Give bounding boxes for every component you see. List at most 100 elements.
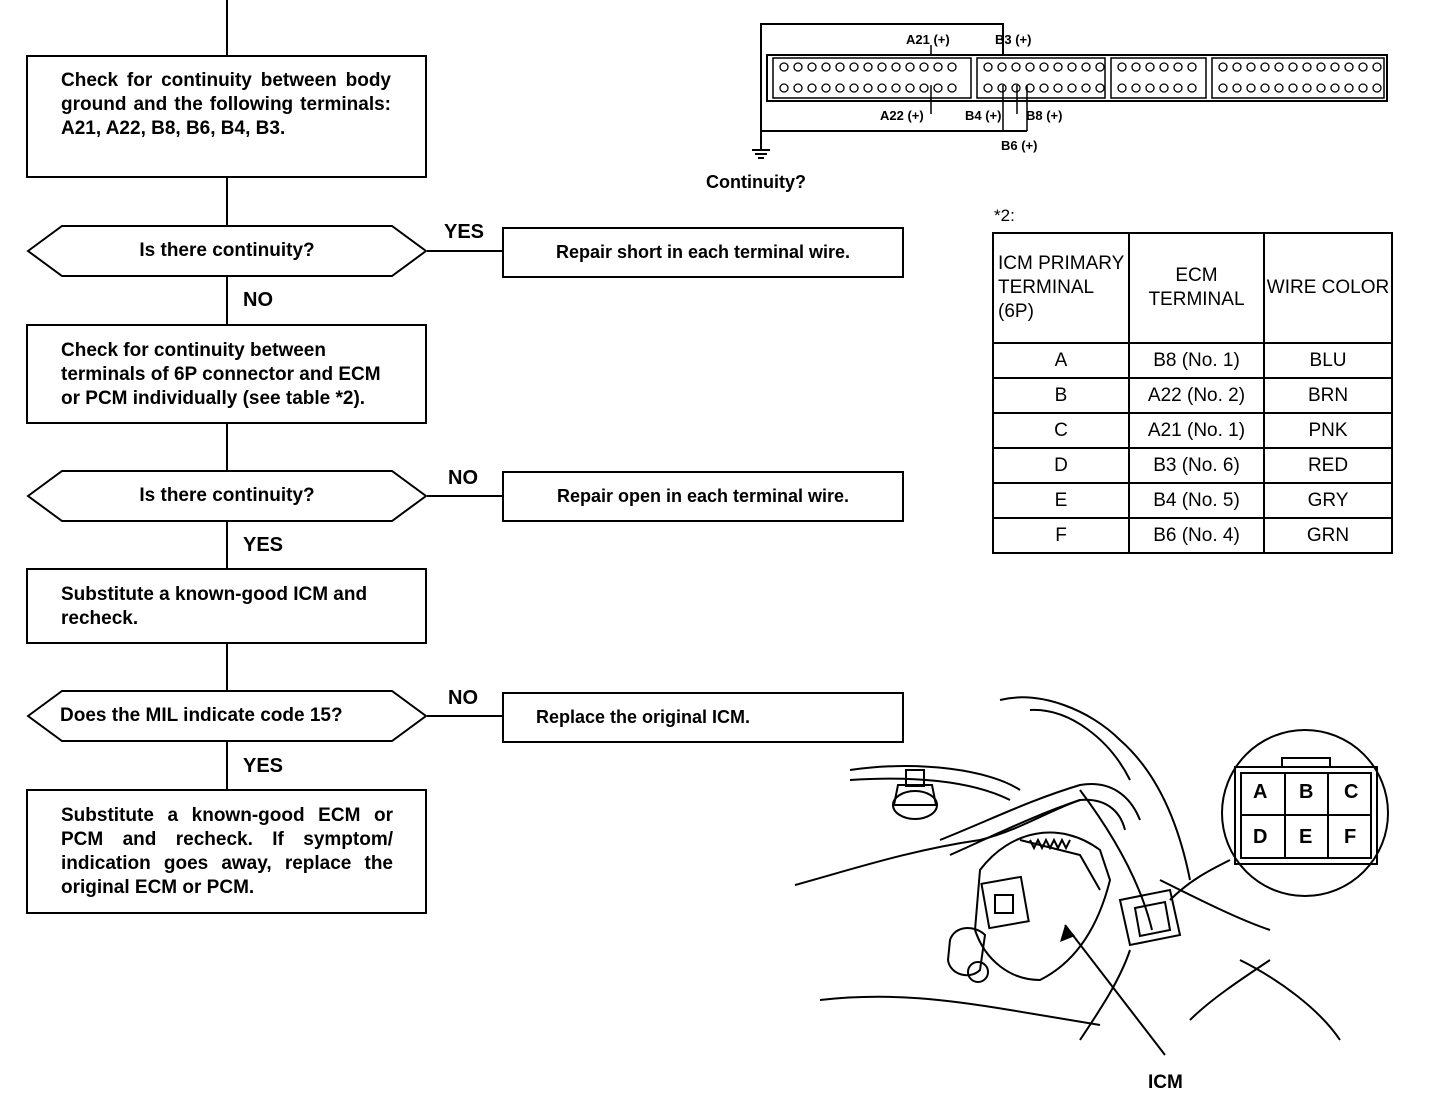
- body-contour: [999, 696, 1191, 881]
- action-repair-open: Repair open in each terminal wire.: [502, 471, 904, 522]
- table-header-row: ICM PRIMARY TERMINAL (6P) ECM TERMINAL W…: [992, 232, 1393, 344]
- flow-connector: [226, 741, 228, 790]
- connector-pin: [1232, 62, 1242, 72]
- table-cell: B6 (No. 4): [1128, 517, 1265, 554]
- body-contour: [849, 765, 1021, 791]
- body-contour: [1159, 879, 1271, 931]
- terminal-b8-label: B8 (+): [1026, 108, 1063, 123]
- table-cell: GRY: [1263, 482, 1393, 519]
- connector-block-3: [1110, 57, 1207, 99]
- connector-pin: [1316, 62, 1326, 72]
- table-row: E B4 (No. 5) GRY: [992, 482, 1393, 519]
- connector-pin: [1081, 62, 1091, 72]
- connector-key: [1281, 757, 1331, 767]
- table-cell: A21 (No. 1): [1128, 412, 1265, 449]
- connector-pin: [1288, 83, 1298, 93]
- connector-pin: [863, 83, 873, 93]
- icm-connector: [980, 875, 1030, 930]
- connector-pin: [1288, 62, 1298, 72]
- connector-pin: [807, 62, 817, 72]
- connector-pin: [1316, 83, 1326, 93]
- inset-leader: [1169, 859, 1231, 901]
- connector-pin: [947, 83, 957, 93]
- decision-continuity-2: Is there continuity?: [26, 470, 428, 522]
- table-cell: BRN: [1263, 377, 1393, 414]
- terminal-table: ICM PRIMARY TERMINAL (6P) ECM TERMINAL W…: [992, 232, 1393, 554]
- connector-pin: [1095, 83, 1105, 93]
- label-yes: YES: [243, 534, 284, 556]
- connector-pin: [1081, 83, 1091, 93]
- icm-ridges: [1029, 837, 1071, 851]
- connector-pin: [1218, 62, 1228, 72]
- connector-pin: [891, 62, 901, 72]
- connector-housing: [766, 54, 1388, 102]
- connector-pin: [1358, 62, 1368, 72]
- connector-pin: [997, 62, 1007, 72]
- table-cell: BLU: [1263, 342, 1393, 379]
- connector-pin: [891, 83, 901, 93]
- header-icm-terminal: ICM PRIMARY TERMINAL (6P): [992, 232, 1130, 344]
- label-no: NO: [448, 687, 478, 709]
- connector-pin: [1039, 83, 1049, 93]
- connector-pin: [1117, 62, 1127, 72]
- action-replace-icm: Replace the original ICM.: [502, 692, 904, 743]
- mount-bracket: [946, 927, 987, 977]
- bolt: [905, 769, 925, 787]
- pin-c-label: C: [1344, 781, 1359, 803]
- connector-pin: [983, 83, 993, 93]
- flow-connector: [226, 178, 228, 226]
- step-check-6p-ecm: Check for continuity between terminals o…: [26, 324, 427, 424]
- connector-pin: [1039, 62, 1049, 72]
- connector-pin: [905, 62, 915, 72]
- body-contour: [819, 995, 1101, 1026]
- connector-block-4: [1211, 57, 1385, 99]
- terminal-b3-label: B3 (+): [995, 32, 1032, 47]
- pin-d-label: D: [1253, 826, 1268, 848]
- connector-pin: [793, 62, 803, 72]
- connector-block-2: [976, 57, 1106, 99]
- connector-pin: [905, 83, 915, 93]
- decision-mil-code: Does the MIL indicate code 15?: [26, 690, 428, 742]
- body-contour: [1029, 708, 1131, 781]
- icm-module: [973, 831, 1112, 982]
- table-row: D B3 (No. 6) RED: [992, 447, 1393, 484]
- connector-pin: [1159, 62, 1169, 72]
- flow-connector: [226, 0, 228, 56]
- table-row: A B8 (No. 1) BLU: [992, 342, 1393, 379]
- label-no: NO: [243, 289, 273, 311]
- connector-pin: [933, 62, 943, 72]
- connector-pin: [1372, 62, 1382, 72]
- connector-pin: [1173, 83, 1183, 93]
- table-cell: B4 (No. 5): [1128, 482, 1265, 519]
- table-cell: A: [992, 342, 1130, 379]
- decision-shape: [26, 690, 428, 742]
- action-repair-short: Repair short in each terminal wire.: [502, 227, 904, 278]
- ground-wire: [760, 23, 1004, 150]
- arrow-head: [1060, 925, 1075, 942]
- connector-pin: [1011, 62, 1021, 72]
- table-cell: E: [992, 482, 1130, 519]
- flow-connector: [226, 423, 228, 471]
- connector-pin: [1187, 62, 1197, 72]
- connector-pin: [1218, 83, 1228, 93]
- table-cell: PNK: [1263, 412, 1393, 449]
- connector-pin: [1131, 83, 1141, 93]
- connector-pin: [849, 62, 859, 72]
- table-cell: B: [992, 377, 1130, 414]
- icm-leader-line: [1064, 924, 1166, 1056]
- connector-pin: [1067, 62, 1077, 72]
- terminal-b4-label: B4 (+): [965, 108, 1002, 123]
- terminal-a21-label: A21 (+): [906, 32, 950, 47]
- connector-pin: [933, 83, 943, 93]
- connector-pin: [863, 62, 873, 72]
- pin-f-label: F: [1344, 826, 1357, 848]
- body-contour: [794, 799, 1081, 886]
- pin-b-label: B: [1299, 781, 1314, 803]
- mount-bolt: [967, 961, 989, 983]
- connector-pin: [1025, 83, 1035, 93]
- connector-pin: [1344, 62, 1354, 72]
- connector-pin: [1117, 83, 1127, 93]
- table-note: *2:: [994, 206, 1015, 225]
- body-contour: [1079, 949, 1131, 1041]
- connector-pin: [1025, 62, 1035, 72]
